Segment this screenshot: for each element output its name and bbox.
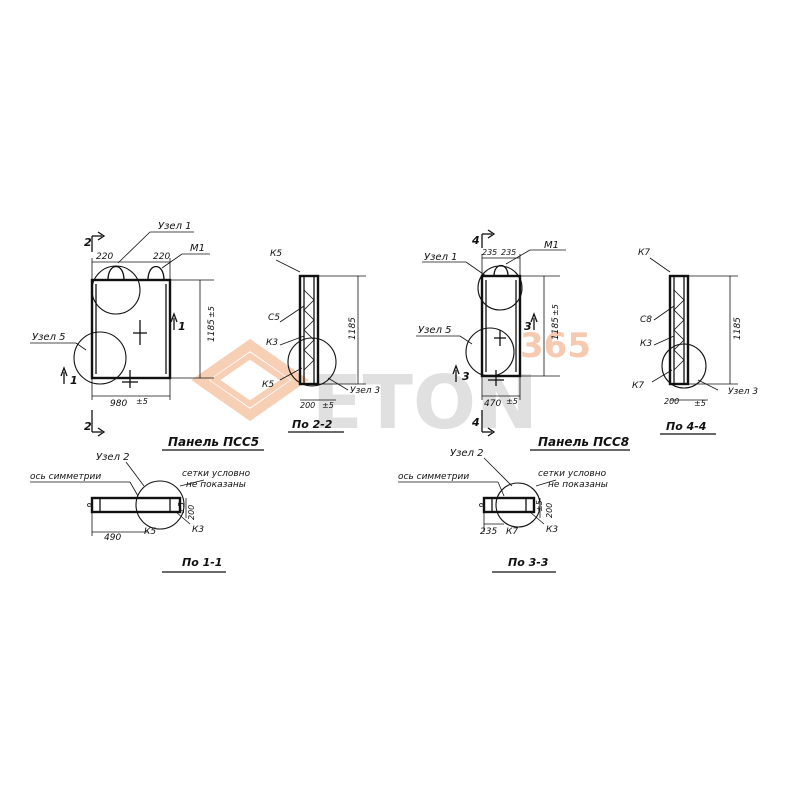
label-k7-bottom: К7 [632,381,644,391]
node-circle-3 [661,343,707,389]
dim-tolerance: ±5 [694,399,706,408]
label-uzel-5: Узел 5 [32,332,66,343]
section-outline [668,274,690,386]
panel-title: Панель ПСС5 [168,435,259,449]
panel-outline [90,278,172,380]
section-title: По 2-2 [292,418,333,431]
dim-200: 200 [545,503,554,518]
label-k7: К7 [506,527,518,537]
section-mark-3-left: 3 [462,370,470,383]
dim-235: 235 [480,527,497,537]
section-3-3: ось симметрии Узел 2 сетки условно не по… [398,448,608,573]
panel-outline [480,274,522,378]
label-c8: С8 [640,315,652,325]
section-mark-2-top: 2 [84,236,92,249]
label-nets-2: не показаны [548,480,608,490]
label-m1: М1 [190,243,205,254]
label-k5: К5 [144,527,156,537]
dim-tolerance: ±5 [322,401,334,410]
label-axis: ось симметрии [398,472,469,482]
label-nets-1: сетки условно [182,469,251,479]
node-circle-1 [477,265,523,311]
section-title: По 3-3 [508,556,549,569]
section-mark-1-left: 1 [70,374,78,387]
dim-1185: 1185 [348,317,358,340]
label-uzel-1: Узел 1 [424,252,458,263]
label-uzel-5: Узел 5 [418,325,452,336]
label-k7-top: К7 [638,248,650,258]
node-circle-5 [465,327,515,377]
dim-200: 200 [300,401,315,410]
watermark-brand: ETON [312,360,538,446]
label-uzel-1: Узел 1 [158,221,192,232]
lifting-loop [147,265,165,281]
label-nets-2: не показаны [186,480,246,490]
dim-tolerance: ±5 [207,306,216,318]
dim-220: 220 [153,252,170,262]
section-4-4: 1185 200 ±5 К7 С8 К3 К7 Узел 3 По 4-4 [632,248,758,435]
watermark-logo-icon [191,338,309,422]
panel-pss5-elevation: 220 220 2 2 1 1 1185 ±5 980 ±5 Узел 1 [30,221,264,451]
section-1-1: ось симметрии Узел 2 сетки условно не по… [30,452,251,573]
label-m1: М1 [544,240,559,251]
node-circle-2 [135,480,185,530]
node-circle-5 [73,331,127,385]
dim-tolerance: ±5 [177,502,186,514]
label-uzel-3: Узел 3 [350,386,380,396]
panel-pss8-elevation: 235 235 4 4 3 3 1185 ±5 470 ±5 Узел 1 [416,229,630,451]
watermark-number: 365 [520,326,591,366]
label-nets-1: сетки условно [538,469,607,479]
dim-200: 200 [664,397,679,406]
section-mark-4-top: 4 [471,234,480,247]
dim-220: 220 [96,252,113,262]
dim-980: 980 [110,399,127,409]
dim-1185: 1185 [733,317,743,340]
label-k3: К3 [192,525,204,535]
label-uzel-3: Узел 3 [728,387,758,397]
dim-200: 200 [187,505,196,520]
node-circle-1 [91,265,141,315]
label-k5-bottom: К5 [262,380,274,390]
section-title: По 4-4 [666,420,706,433]
section-mark-1-right: 1 [178,320,186,333]
label-k5-top: К5 [270,249,282,259]
node-circle-3 [287,337,337,387]
dim-tolerance: ±5 [506,397,518,406]
dim-tolerance: ±5 [535,500,544,512]
lifting-loop [107,265,125,281]
section-mark-3-right: 3 [524,320,532,333]
section-mark-2-bottom: 2 [84,420,92,433]
dim-470: 470 [484,399,501,409]
label-k3: К3 [640,339,652,349]
section-outline [298,274,320,386]
dim-490: 490 [104,533,121,543]
label-uzel-2: Узел 2 [96,452,130,463]
dim-235: 235 [501,248,516,257]
dim-tolerance: ±5 [551,304,560,316]
section-title: По 1-1 [182,556,222,569]
label-c5: С5 [268,313,280,323]
dim-1185: 1185 [551,317,561,340]
label-k3: К3 [266,338,278,348]
label-uzel-2: Узел 2 [450,448,484,459]
dim-tolerance: ±5 [136,397,148,406]
dim-1185: 1185 [207,319,217,342]
dim-235: 235 [482,248,497,257]
label-axis: ось симметрии [30,472,101,482]
label-k3: К3 [546,525,558,535]
panel-title: Панель ПСС8 [538,435,629,449]
section-mark-4-bottom: 4 [471,416,480,429]
section-2-2: 1185 200 ±5 К5 С5 К3 К5 Узел 3 По 2-2 [262,249,380,433]
watermark: ETON 365 [191,326,591,446]
